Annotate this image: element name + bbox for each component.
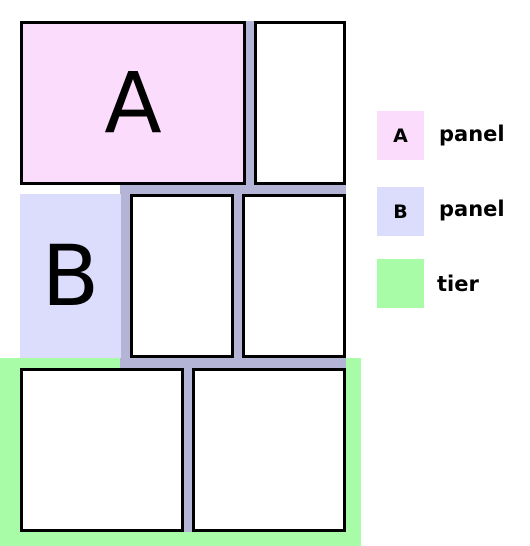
panel-b-label: B (41, 227, 100, 325)
gutter-strip-bottom (181, 366, 195, 532)
legend-swatch-tier (377, 259, 424, 308)
panel-frame-row2-col3 (242, 194, 346, 358)
panel-frame-row3-col1 (20, 368, 184, 532)
panel-b-highlight (20, 194, 121, 358)
panel-frame-row3-col2 (192, 368, 346, 532)
legend-label-panel-a: panel (439, 122, 505, 146)
legend-label-panel-b: panel (439, 197, 505, 221)
panel-frame-row1-col2 (254, 21, 346, 185)
panel-a-label: A (104, 54, 162, 152)
legend-label-tier: tier (437, 272, 479, 296)
panel-frame-row2-col2 (130, 194, 234, 358)
legend-swatch-panel-a: A (377, 111, 424, 160)
panel-a: A (20, 21, 246, 185)
panel-b-label-box: B (20, 194, 121, 358)
legend-swatch-panel-b: B (377, 187, 424, 236)
